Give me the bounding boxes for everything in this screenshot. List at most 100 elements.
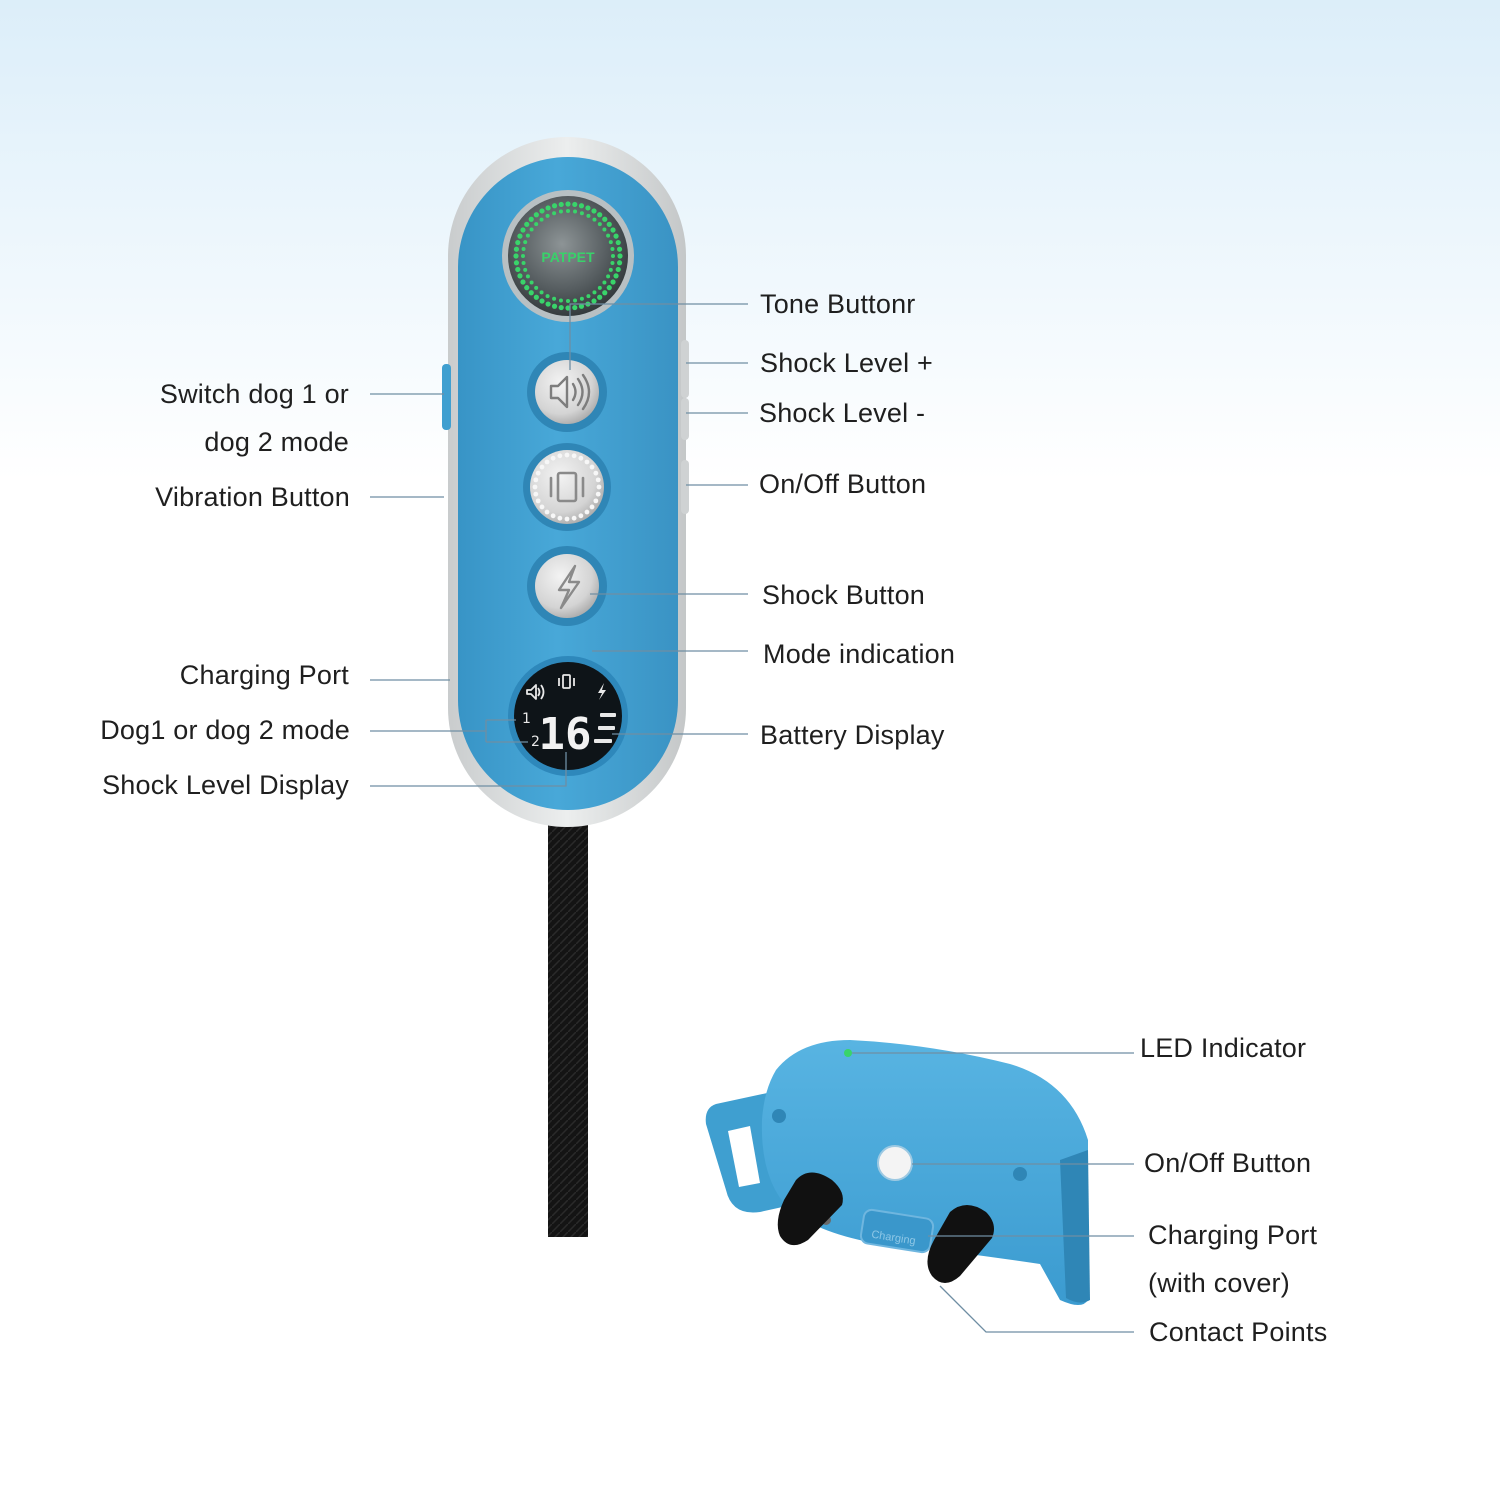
lcd-battery-bars bbox=[594, 713, 616, 743]
led-dot bbox=[525, 233, 530, 238]
vibration-dot bbox=[544, 509, 550, 515]
led-dot bbox=[520, 227, 526, 233]
label-shock-level-minus: Shock Level - bbox=[759, 398, 926, 428]
led-dot bbox=[606, 285, 612, 291]
brand-logo: PATPET bbox=[541, 249, 595, 265]
led-dot bbox=[558, 298, 563, 303]
remote-transmitter: PATPET bbox=[442, 137, 689, 1237]
collar-right-loop bbox=[1060, 1150, 1090, 1303]
lcd-display: 1 2 16 bbox=[508, 656, 628, 776]
led-dot bbox=[602, 290, 608, 296]
led-dot bbox=[566, 209, 570, 213]
vibration-dot bbox=[564, 516, 570, 522]
led-dot bbox=[558, 209, 563, 214]
strap-slot bbox=[728, 1126, 760, 1187]
leader-contact-points bbox=[939, 1285, 1134, 1333]
led-dot bbox=[616, 260, 623, 266]
vibration-icon bbox=[549, 471, 585, 503]
collar-on-off-button[interactable] bbox=[877, 1145, 913, 1181]
label-led-indicator: LED Indicator bbox=[1140, 1033, 1307, 1063]
collar-receiver: Charging bbox=[705, 1040, 1090, 1305]
lightning-icon bbox=[557, 564, 581, 610]
shock-level-minus-side-button[interactable] bbox=[681, 398, 689, 440]
lcd-dog2-indicator: 2 bbox=[531, 734, 540, 750]
led-dot bbox=[545, 301, 551, 307]
led-dot bbox=[617, 253, 623, 259]
label-switch-dog-line2: dog 2 mode bbox=[204, 427, 349, 457]
switch-dog-side-button[interactable] bbox=[442, 364, 451, 430]
vibration-dot bbox=[544, 459, 550, 465]
led-dot bbox=[524, 285, 530, 291]
led-dot bbox=[578, 303, 585, 309]
led-dot bbox=[539, 298, 545, 304]
on-off-side-button[interactable] bbox=[681, 460, 689, 514]
led-dot bbox=[515, 266, 521, 273]
led-dot bbox=[591, 208, 597, 214]
led-dot bbox=[610, 246, 615, 251]
led-dot bbox=[608, 267, 613, 272]
led-dot bbox=[597, 285, 602, 290]
led-dot bbox=[615, 266, 621, 273]
vibration-dot bbox=[532, 484, 538, 490]
vibration-dot bbox=[578, 513, 584, 519]
led-dot bbox=[517, 273, 523, 279]
led-dot bbox=[606, 274, 611, 279]
led-ring bbox=[513, 201, 623, 311]
label-dog-mode: Dog1 or dog 2 mode bbox=[100, 715, 350, 745]
vibration-dot bbox=[571, 453, 577, 459]
led-dot bbox=[565, 201, 571, 207]
led-dot bbox=[591, 298, 597, 304]
vibration-dot bbox=[596, 484, 602, 490]
led-dot bbox=[608, 240, 613, 245]
led-dot bbox=[552, 211, 557, 216]
led-dot bbox=[528, 216, 534, 222]
shock-level-plus-side-button[interactable] bbox=[681, 340, 689, 398]
led-dot bbox=[513, 253, 519, 259]
led-dot bbox=[578, 203, 585, 209]
led-dot bbox=[597, 222, 602, 227]
led-dot bbox=[545, 205, 551, 211]
label-charging-port: Charging Port bbox=[179, 660, 349, 690]
led-dot bbox=[534, 285, 539, 290]
led-dot bbox=[585, 205, 591, 211]
led-dot bbox=[573, 298, 578, 303]
led-dot bbox=[520, 279, 526, 285]
lcd-tone-icon bbox=[526, 684, 545, 700]
label-collar-on-off: On/Off Button bbox=[1144, 1148, 1312, 1178]
vibration-dot bbox=[535, 470, 541, 476]
led-dot bbox=[521, 261, 526, 266]
led-dot bbox=[592, 290, 597, 295]
leader-shock-level-display bbox=[370, 752, 567, 787]
label-shock-level-plus: Shock Level + bbox=[760, 348, 933, 378]
led-dot bbox=[613, 273, 619, 279]
led-dot bbox=[534, 222, 539, 227]
label-on-off-button: On/Off Button bbox=[759, 469, 927, 499]
led-dot bbox=[521, 246, 526, 251]
vibration-dot bbox=[550, 455, 556, 461]
led-dot bbox=[558, 201, 564, 208]
label-shock-button: Shock Button bbox=[762, 580, 926, 610]
label-shock-level-display: Shock Level Display bbox=[102, 770, 349, 800]
led-dot bbox=[539, 290, 544, 295]
vibration-button[interactable] bbox=[523, 443, 611, 531]
led-dot bbox=[533, 212, 539, 218]
led-dot bbox=[529, 280, 534, 285]
charging-port-cover[interactable]: Charging bbox=[859, 1208, 935, 1254]
led-dot bbox=[566, 299, 570, 303]
shock-button[interactable] bbox=[527, 546, 607, 626]
lcd-dog1-indicator: 1 bbox=[522, 711, 531, 727]
leader-dog-mode bbox=[370, 719, 528, 743]
label-collar-charging-line2: (with cover) bbox=[1148, 1268, 1290, 1298]
lcd-vibration-icon bbox=[558, 674, 575, 689]
vibration-dot bbox=[593, 470, 599, 476]
vibration-dot bbox=[564, 452, 570, 458]
vibration-dot bbox=[535, 498, 541, 504]
label-tone-button: Tone Buttonr bbox=[760, 289, 916, 319]
led-dot bbox=[517, 233, 523, 239]
led-dot bbox=[572, 201, 578, 208]
tone-button[interactable] bbox=[527, 352, 607, 432]
led-dot bbox=[515, 239, 521, 246]
led-dot bbox=[606, 221, 612, 227]
vibration-dot bbox=[595, 491, 601, 497]
